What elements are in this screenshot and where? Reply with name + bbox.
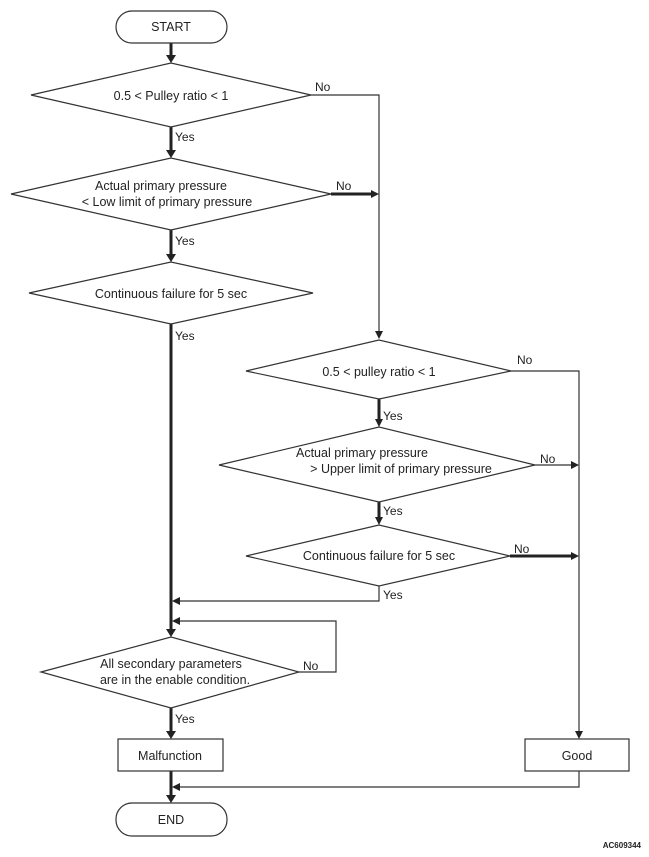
good-box: [524, 738, 630, 772]
decision-7-line2: are in the enable condition.: [100, 673, 250, 687]
arrow-d6-merge: [172, 597, 180, 605]
malfunction-box: [117, 738, 224, 772]
arrow-good: [575, 731, 583, 739]
d7-yes-label: Yes: [175, 712, 195, 726]
decision-continuous-failure-1: [28, 261, 314, 325]
arrow-d5-d6: [375, 517, 383, 525]
good-label: Good: [562, 749, 593, 763]
decision-pulley-ratio-2: [245, 339, 512, 400]
arrow-d7-malfunction: [166, 731, 176, 739]
d1-yes-label: Yes: [175, 130, 195, 144]
decision-5-line1: Actual primary pressure: [296, 446, 428, 460]
connector-d1-no: [311, 94, 380, 332]
decision-pulley-ratio: [30, 62, 312, 128]
arrow-d2-no: [371, 190, 379, 198]
arrow-start-d1: [166, 55, 176, 63]
connector-good-end: [179, 771, 580, 788]
decision-low-primary-pressure: [10, 157, 332, 231]
decision-6-text: Continuous failure for 5 sec: [303, 549, 455, 563]
decision-4-text: 0.5 < pulley ratio < 1: [322, 365, 435, 379]
arrow-merge-d7: [166, 629, 176, 637]
decision-1-text: 0.5 < Pulley ratio < 1: [114, 89, 229, 103]
arrow-d4-d5: [375, 419, 383, 427]
decision-5-line2: > Upper limit of primary pressure: [310, 462, 492, 476]
decision-secondary-parameters: [38, 636, 302, 709]
decision-2-line2: < Low limit of primary pressure: [82, 195, 253, 209]
d6-yes-label: Yes: [383, 588, 403, 602]
decision-upper-primary-pressure: [218, 426, 536, 503]
connector-d4-no: [511, 370, 580, 732]
figure-code: AC609344: [603, 841, 642, 850]
d2-yes-label: Yes: [175, 234, 195, 248]
start-label: START: [151, 20, 191, 34]
arrow-d2-d3: [166, 254, 176, 262]
arrow-malfunction-end: [166, 795, 176, 803]
d5-yes-label: Yes: [383, 504, 403, 518]
d3-yes-label: Yes: [175, 329, 195, 343]
d4-yes-label: Yes: [383, 409, 403, 423]
arrow-d1-d2: [166, 150, 176, 158]
arrow-d5-no: [571, 461, 579, 469]
decision-2-line1: Actual primary pressure: [95, 179, 227, 193]
start-terminal: [115, 10, 228, 44]
arrow-good-end: [172, 783, 180, 791]
connector-d7-no-loop: [179, 620, 337, 673]
arrow-d7-loop: [172, 617, 180, 625]
end-label: END: [158, 813, 184, 827]
d4-no-label: No: [517, 353, 533, 367]
d7-no-label: No: [303, 659, 319, 673]
d5-no-label: No: [540, 452, 556, 466]
decision-continuous-failure-2: [245, 524, 511, 587]
d2-no-label: No: [336, 179, 352, 193]
d1-no-label: No: [315, 80, 331, 94]
arrow-d6-no: [571, 552, 579, 560]
connector-d6-merge: [179, 586, 380, 602]
decision-7-line1: All secondary parameters: [100, 657, 242, 671]
end-terminal: [115, 802, 228, 837]
d6-no-label: No: [514, 542, 530, 556]
malfunction-label: Malfunction: [138, 749, 202, 763]
decision-3-text: Continuous failure for 5 sec: [95, 287, 247, 301]
arrow-d1-no: [375, 331, 383, 339]
